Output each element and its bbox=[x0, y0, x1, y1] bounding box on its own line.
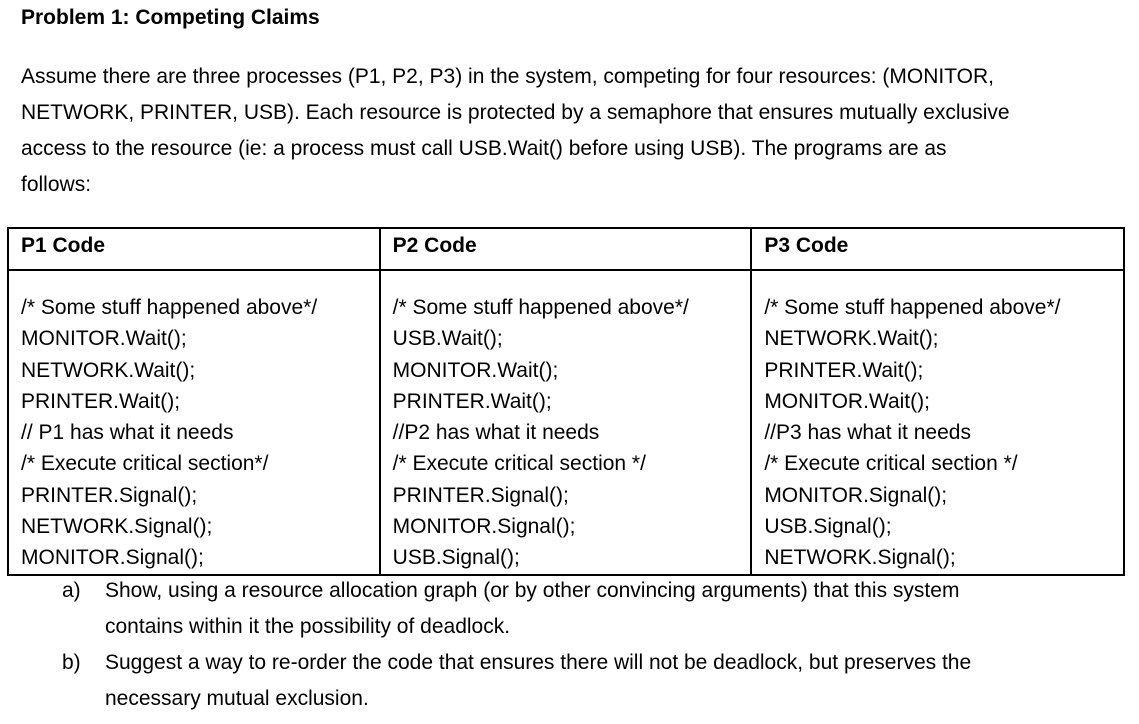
description-line: Assume there are three processes (P1, P2… bbox=[21, 65, 994, 88]
question-letter: b) bbox=[62, 651, 81, 674]
code-line: NETWORK.Signal(); bbox=[21, 515, 213, 539]
code-table-header-row: P1 Code P2 Code P3 Code bbox=[7, 227, 1125, 271]
p3-code-header: P3 Code bbox=[750, 227, 1125, 271]
code-line: PRINTER.Wait(); bbox=[392, 389, 552, 413]
question-line: necessary mutual exclusion. bbox=[105, 687, 369, 710]
code-line: NETWORK.Signal(); bbox=[764, 546, 956, 570]
code-line: PRINTER.Signal(); bbox=[21, 483, 198, 507]
code-line: MONITOR.Signal(); bbox=[21, 546, 204, 570]
code-line: MONITOR.Wait(); bbox=[21, 327, 187, 351]
code-line: MONITOR.Wait(); bbox=[764, 389, 930, 413]
question-list: a) Show, using a resource allocation gra… bbox=[62, 573, 1122, 717]
code-line: MONITOR.Signal(); bbox=[392, 515, 576, 539]
question-b: b) Suggest a way to re-order the code th… bbox=[62, 645, 1122, 717]
code-line: /* Some stuff happened above*/ bbox=[764, 296, 1061, 319]
code-line: /* Execute critical section */ bbox=[392, 452, 646, 476]
code-line: PRINTER.Wait(); bbox=[21, 389, 181, 413]
description-line: follows: bbox=[21, 173, 92, 196]
problem-title: Problem 1: Competing Claims bbox=[21, 6, 320, 29]
code-line: USB.Signal(); bbox=[764, 515, 892, 539]
code-table: P1 Code P2 Code P3 Code /* Some stuff ha… bbox=[7, 227, 1125, 576]
code-line: PRINTER.Wait(); bbox=[764, 358, 924, 382]
problem-description: Assume there are three processes (P1, P2… bbox=[21, 59, 1121, 203]
code-line: NETWORK.Wait(); bbox=[764, 327, 939, 351]
code-line: //P3 has what it needs bbox=[764, 421, 971, 445]
code-line: NETWORK.Wait(); bbox=[21, 358, 196, 382]
description-line: access to the resource (ie: a process mu… bbox=[21, 137, 947, 160]
question-letter: a) bbox=[62, 579, 81, 602]
p2-code-cell: /* Some stuff happened above*/ USB.Wait(… bbox=[378, 269, 753, 576]
p1-code-cell: /* Some stuff happened above*/ MONITOR.W… bbox=[7, 269, 381, 576]
code-line: USB.Signal(); bbox=[392, 546, 520, 570]
code-line: /* Some stuff happened above*/ bbox=[21, 296, 318, 319]
question-line: contains within it the possibility of de… bbox=[105, 615, 511, 638]
question-line: Suggest a way to re-order the code that … bbox=[105, 651, 972, 674]
p2-code-header: P2 Code bbox=[378, 227, 753, 271]
p1-code-header: P1 Code bbox=[7, 227, 381, 271]
code-table-body-row: /* Some stuff happened above*/ MONITOR.W… bbox=[7, 269, 1125, 576]
question-line: Show, using a resource allocation graph … bbox=[105, 579, 960, 602]
code-line: /* Some stuff happened above*/ bbox=[392, 296, 689, 319]
code-line: PRINTER.Signal(); bbox=[392, 483, 569, 507]
code-line: MONITOR.Signal(); bbox=[764, 483, 948, 507]
question-a: a) Show, using a resource allocation gra… bbox=[62, 573, 1122, 645]
code-line: USB.Wait(); bbox=[392, 327, 503, 351]
code-line: /* Execute critical section */ bbox=[764, 452, 1018, 476]
code-line: /* Execute critical section*/ bbox=[21, 452, 269, 476]
code-line: //P2 has what it needs bbox=[392, 421, 600, 445]
code-line: MONITOR.Wait(); bbox=[392, 358, 559, 382]
p3-code-cell: /* Some stuff happened above*/ NETWORK.W… bbox=[750, 269, 1125, 576]
description-line: NETWORK, PRINTER, USB). Each resource is… bbox=[21, 101, 1010, 124]
code-line: // P1 has what it needs bbox=[21, 421, 234, 445]
